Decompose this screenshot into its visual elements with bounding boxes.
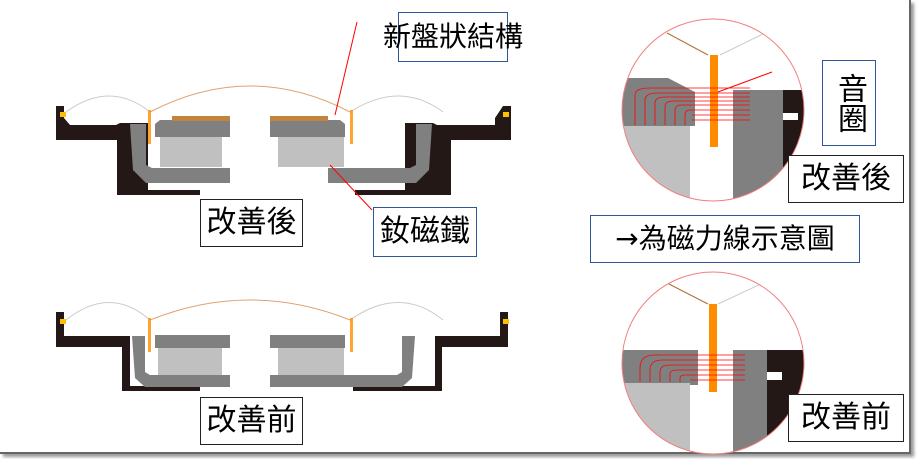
label-before-zoom: 改善前 [788, 394, 904, 442]
dome [149, 85, 351, 113]
speaker-before [56, 299, 509, 391]
voice-coil-left [148, 110, 151, 144]
frame-left [56, 106, 200, 195]
label-flux-legend: →為磁力線示意圖 [590, 215, 860, 263]
zoom-circle-before [621, 271, 805, 455]
surround-edge-right [503, 112, 509, 117]
surround-right [349, 95, 444, 113]
zoom-circle-after [621, 18, 805, 202]
arrow-magnet [329, 164, 373, 211]
label-voice-coil: 音圈 [822, 60, 876, 146]
arrow-disc [334, 21, 358, 116]
label-before-main: 改善前 [200, 397, 303, 445]
surround-left [65, 95, 151, 113]
surround-edge-left [60, 112, 66, 117]
label-neodymium-magnet: 釹磁鐵 [373, 207, 477, 257]
label-new-disc-structure: 新盤狀結構 [383, 12, 523, 62]
voice-coil-right [350, 110, 353, 144]
label-after-main: 改善後 [200, 199, 303, 247]
frame-right [355, 106, 511, 195]
speaker-after [56, 21, 511, 211]
label-after-zoom: 改善後 [788, 155, 904, 203]
